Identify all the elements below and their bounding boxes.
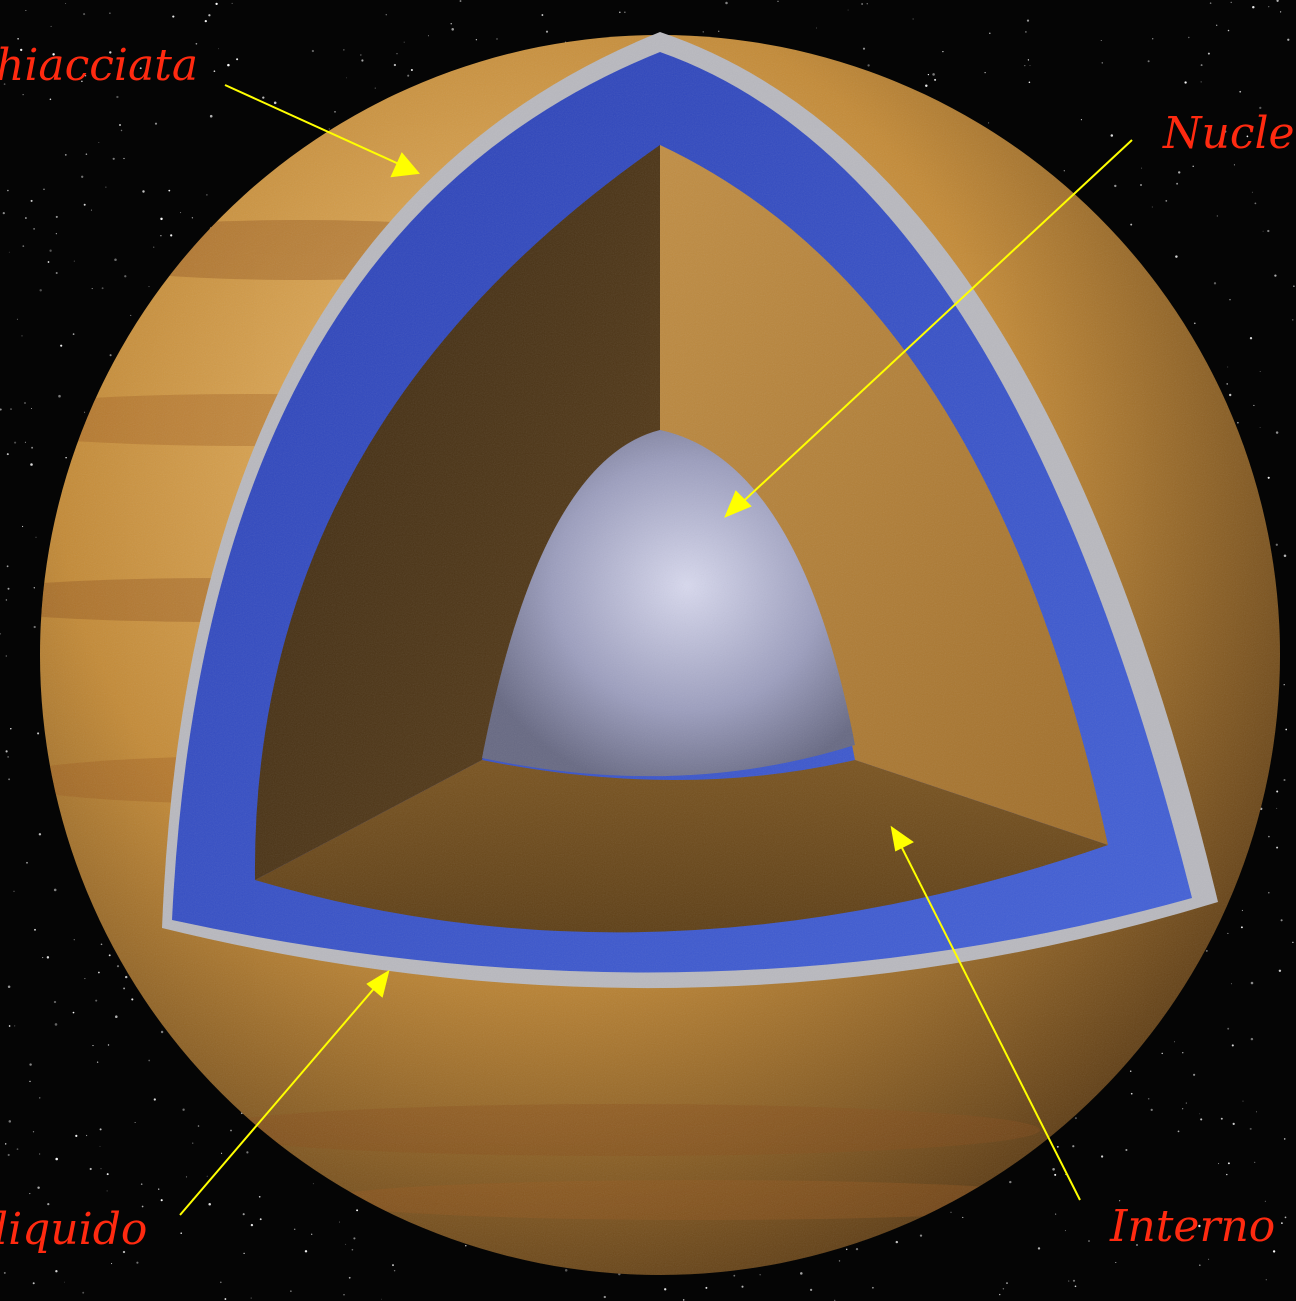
label-interior: Interno	[1110, 1205, 1275, 1249]
label-ice-crust: hiacciata	[0, 44, 198, 88]
label-core: Nucle	[1163, 112, 1295, 156]
label-liquid-ocean: liquido	[0, 1208, 147, 1252]
